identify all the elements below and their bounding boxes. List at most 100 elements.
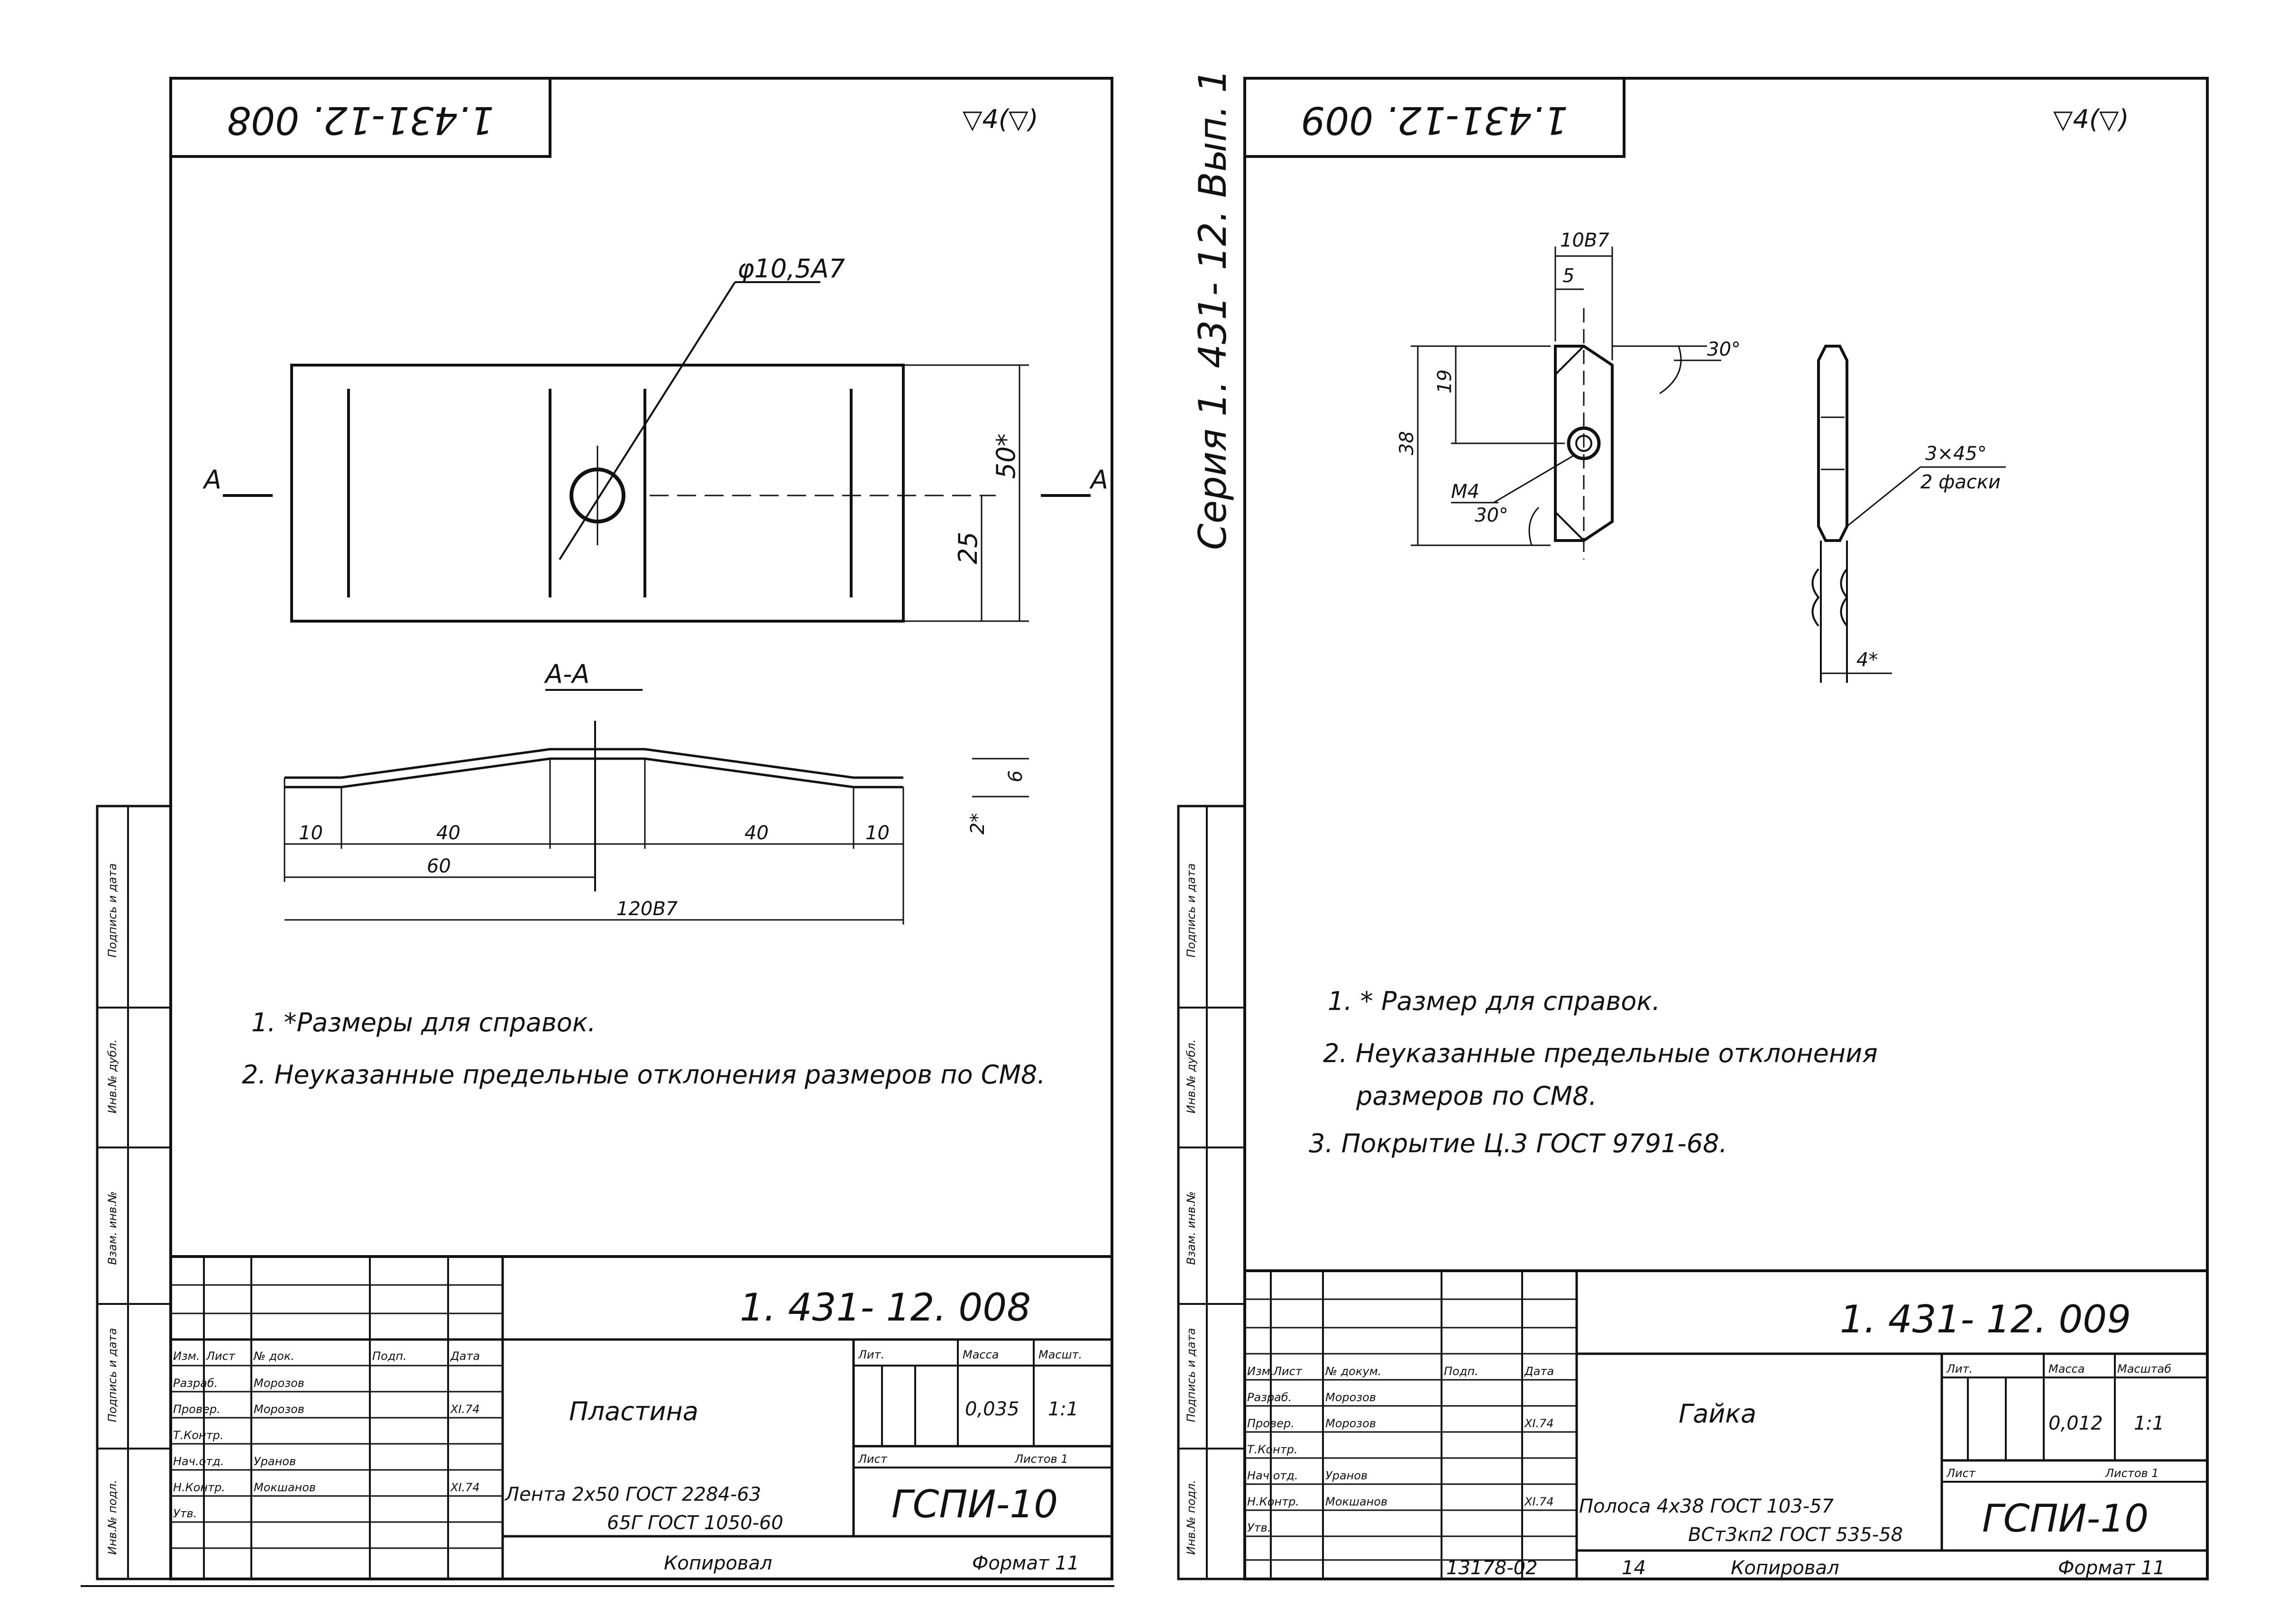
r-name-prover: Морозов: [1325, 1417, 1376, 1430]
mass-value: 0,035: [965, 1398, 1019, 1420]
nut-dim-4: 4*: [1856, 649, 1878, 671]
margin-label-dubl: Инв.№ дубл.: [106, 1039, 119, 1114]
right-note-3: 3. Покрытие Ц.3 ГОСТ 9791-68.: [1309, 1129, 1727, 1158]
right-note-2: 2. Неуказанные предельные отклонения: [1323, 1038, 1878, 1068]
date-nkontr: XI.74: [450, 1481, 480, 1494]
nut-front-view: 10В7 5 38 19 30° М4 30°: [1396, 229, 1741, 560]
left-material-1: Лента 2х50 ГОСТ 2284-63: [504, 1484, 761, 1505]
left-note-2: 2. Неуказанные предельные отклонения раз…: [242, 1060, 1046, 1090]
r-row-label-izm: Изм.: [1247, 1365, 1274, 1378]
left-org: ГСПИ-10: [891, 1482, 1058, 1526]
sheets-label: Листов 1: [1014, 1452, 1068, 1466]
dim-25: 25: [953, 532, 983, 564]
right-doc-code: 1. 431- 12. 009: [1840, 1297, 2131, 1341]
left-sheet: 1.431-12. 008 ▽4(▽) Подпись и дата Инв.№…: [96, 77, 1113, 1580]
left-roughness: ▽4(▽): [963, 104, 1038, 134]
nut-dim-19: 19: [1434, 369, 1456, 394]
sheet-label: Лист: [858, 1452, 888, 1466]
left-margin-strip: [96, 805, 172, 1580]
name-nachotd: Уранов: [254, 1455, 296, 1468]
r-row-label-sign: Подп.: [1444, 1365, 1479, 1378]
right-note-2b: размеров по СМ8.: [1356, 1081, 1597, 1111]
r-scale-label: Масштаб: [2117, 1362, 2171, 1376]
r-sheet-label: Лист: [1946, 1467, 1976, 1480]
row-label-doc: № док.: [253, 1349, 294, 1363]
right-org: ГСПИ-10: [1982, 1496, 2149, 1541]
right-format: Формат 11: [2058, 1557, 2165, 1579]
nut-angle-30b: 30°: [1475, 505, 1508, 526]
nut-thread: М4: [1451, 481, 1479, 503]
nut-side-view: 4* 3×45° 2 фаски: [1811, 345, 2006, 683]
row-label-list: Лист: [206, 1349, 236, 1363]
section-mark-right: А: [1089, 465, 1108, 495]
dim-40-left: 40: [436, 822, 460, 844]
row-label-sign: Подп.: [372, 1349, 407, 1363]
margin-label-signdate: Подпись и дата: [106, 863, 119, 958]
r-role-nkontr: Н.Контр.: [1247, 1495, 1299, 1508]
dim-10-left: 10: [299, 822, 323, 844]
r-mass-value: 0,012: [2048, 1413, 2103, 1434]
dim-50: 50*: [991, 433, 1021, 479]
nut-angle-30a: 30°: [1707, 339, 1741, 360]
margin-label-vzam: Взам. инв.№: [106, 1191, 119, 1265]
r-row-label-date: Дата: [1524, 1365, 1554, 1378]
nut-dim-10: 10В7: [1560, 229, 1609, 251]
r-sheets-label: Листов 1: [2105, 1467, 2159, 1480]
left-corner-box: [169, 77, 551, 158]
role-utv: Утв.: [173, 1507, 197, 1520]
series-label: Серия 1. 431- 12. Вып. 1: [1191, 69, 1235, 550]
left-material-2: 65Г ГОСТ 1050-60: [607, 1512, 783, 1534]
section-label: А-А: [544, 659, 589, 689]
nut-chamfer: 3×45°: [1925, 443, 1987, 465]
right-margin-strip: [1177, 805, 1246, 1580]
r-name-nachotd: Уранов: [1325, 1469, 1368, 1482]
r-lit-label: Лит.: [1946, 1362, 1973, 1376]
left-note-1: 1. *Размеры для справок.: [251, 1008, 596, 1037]
right-footer-num: 13178-02: [1446, 1557, 1538, 1579]
scale-value: 1:1: [1048, 1398, 1078, 1420]
right-corner-code: 1.431-12. 009: [1301, 98, 1568, 142]
r-margin-label-dubl: Инв.№ дубл.: [1185, 1039, 1198, 1114]
right-footer-page: 14: [1622, 1557, 1646, 1579]
left-title-block: Изм. Лист № док. Подп. Дата Разраб. Пров…: [169, 1255, 1113, 1580]
lit-label: Лит.: [858, 1348, 884, 1361]
date-prover: XI.74: [450, 1403, 480, 1416]
name-nkontr: Мокшанов: [254, 1481, 316, 1494]
dim-60: 60: [427, 855, 451, 877]
role-tkontr: Т.Контр.: [173, 1429, 224, 1442]
nut-dim-38: 38: [1396, 431, 1418, 455]
r-role-razrab: Разраб.: [1247, 1391, 1292, 1404]
left-copied: Копировал: [664, 1552, 772, 1574]
right-material-2: ВСт3кп2 ГОСТ 535-58: [1688, 1524, 1903, 1546]
section-mark-left: А: [202, 465, 221, 495]
dim-2: 2*: [967, 813, 989, 835]
r-name-razrab: Морозов: [1325, 1391, 1376, 1404]
r-margin-label-sign: Подпись и дата: [1185, 1328, 1198, 1422]
right-part-name: Гайка: [1679, 1399, 1756, 1429]
role-razrab: Разраб.: [173, 1376, 218, 1390]
right-title-block: Изм. Лист № докум. Подп. Дата Разраб. Пр…: [1243, 1269, 2209, 1580]
r-mass-label: Масса: [2048, 1362, 2085, 1376]
role-nkontr: Н.Контр.: [173, 1481, 225, 1494]
mass-label: Масса: [963, 1348, 999, 1361]
margin-label-inv: Инв.№ подл.: [106, 1480, 119, 1555]
row-label-date: Дата: [450, 1349, 480, 1363]
right-note-1: 1. * Размер для справок.: [1328, 986, 1660, 1016]
r-role-nachotd: Нач.отд.: [1247, 1469, 1298, 1482]
dim-6: 6: [1005, 771, 1027, 782]
plate-plan-view: φ10,5А7 А А 50* 25: [202, 254, 1108, 623]
right-material-1: Полоса 4х38 ГОСТ 103-57: [1579, 1496, 1834, 1517]
left-corner-code: 1.431-12. 008: [227, 98, 494, 142]
r-name-nkontr: Мокшанов: [1325, 1495, 1387, 1508]
role-prover: Провер.: [173, 1403, 220, 1416]
r-date-nkontr: XI.74: [1524, 1495, 1554, 1508]
right-sheet: 1.431-12. 009 ▽4(▽) Серия 1. 431- 12. Вы…: [1177, 69, 2209, 1580]
right-corner-box: [1243, 77, 1626, 158]
right-roughness: ▽4(▽): [2053, 104, 2129, 134]
right-copied: Копировал: [1731, 1557, 1839, 1579]
r-role-tkontr: Т.Контр.: [1247, 1443, 1298, 1456]
r-row-label-doc: № докум.: [1324, 1365, 1381, 1378]
margin-label-sign: Подпись и дата: [106, 1328, 119, 1422]
dim-10-right: 10: [865, 822, 890, 844]
